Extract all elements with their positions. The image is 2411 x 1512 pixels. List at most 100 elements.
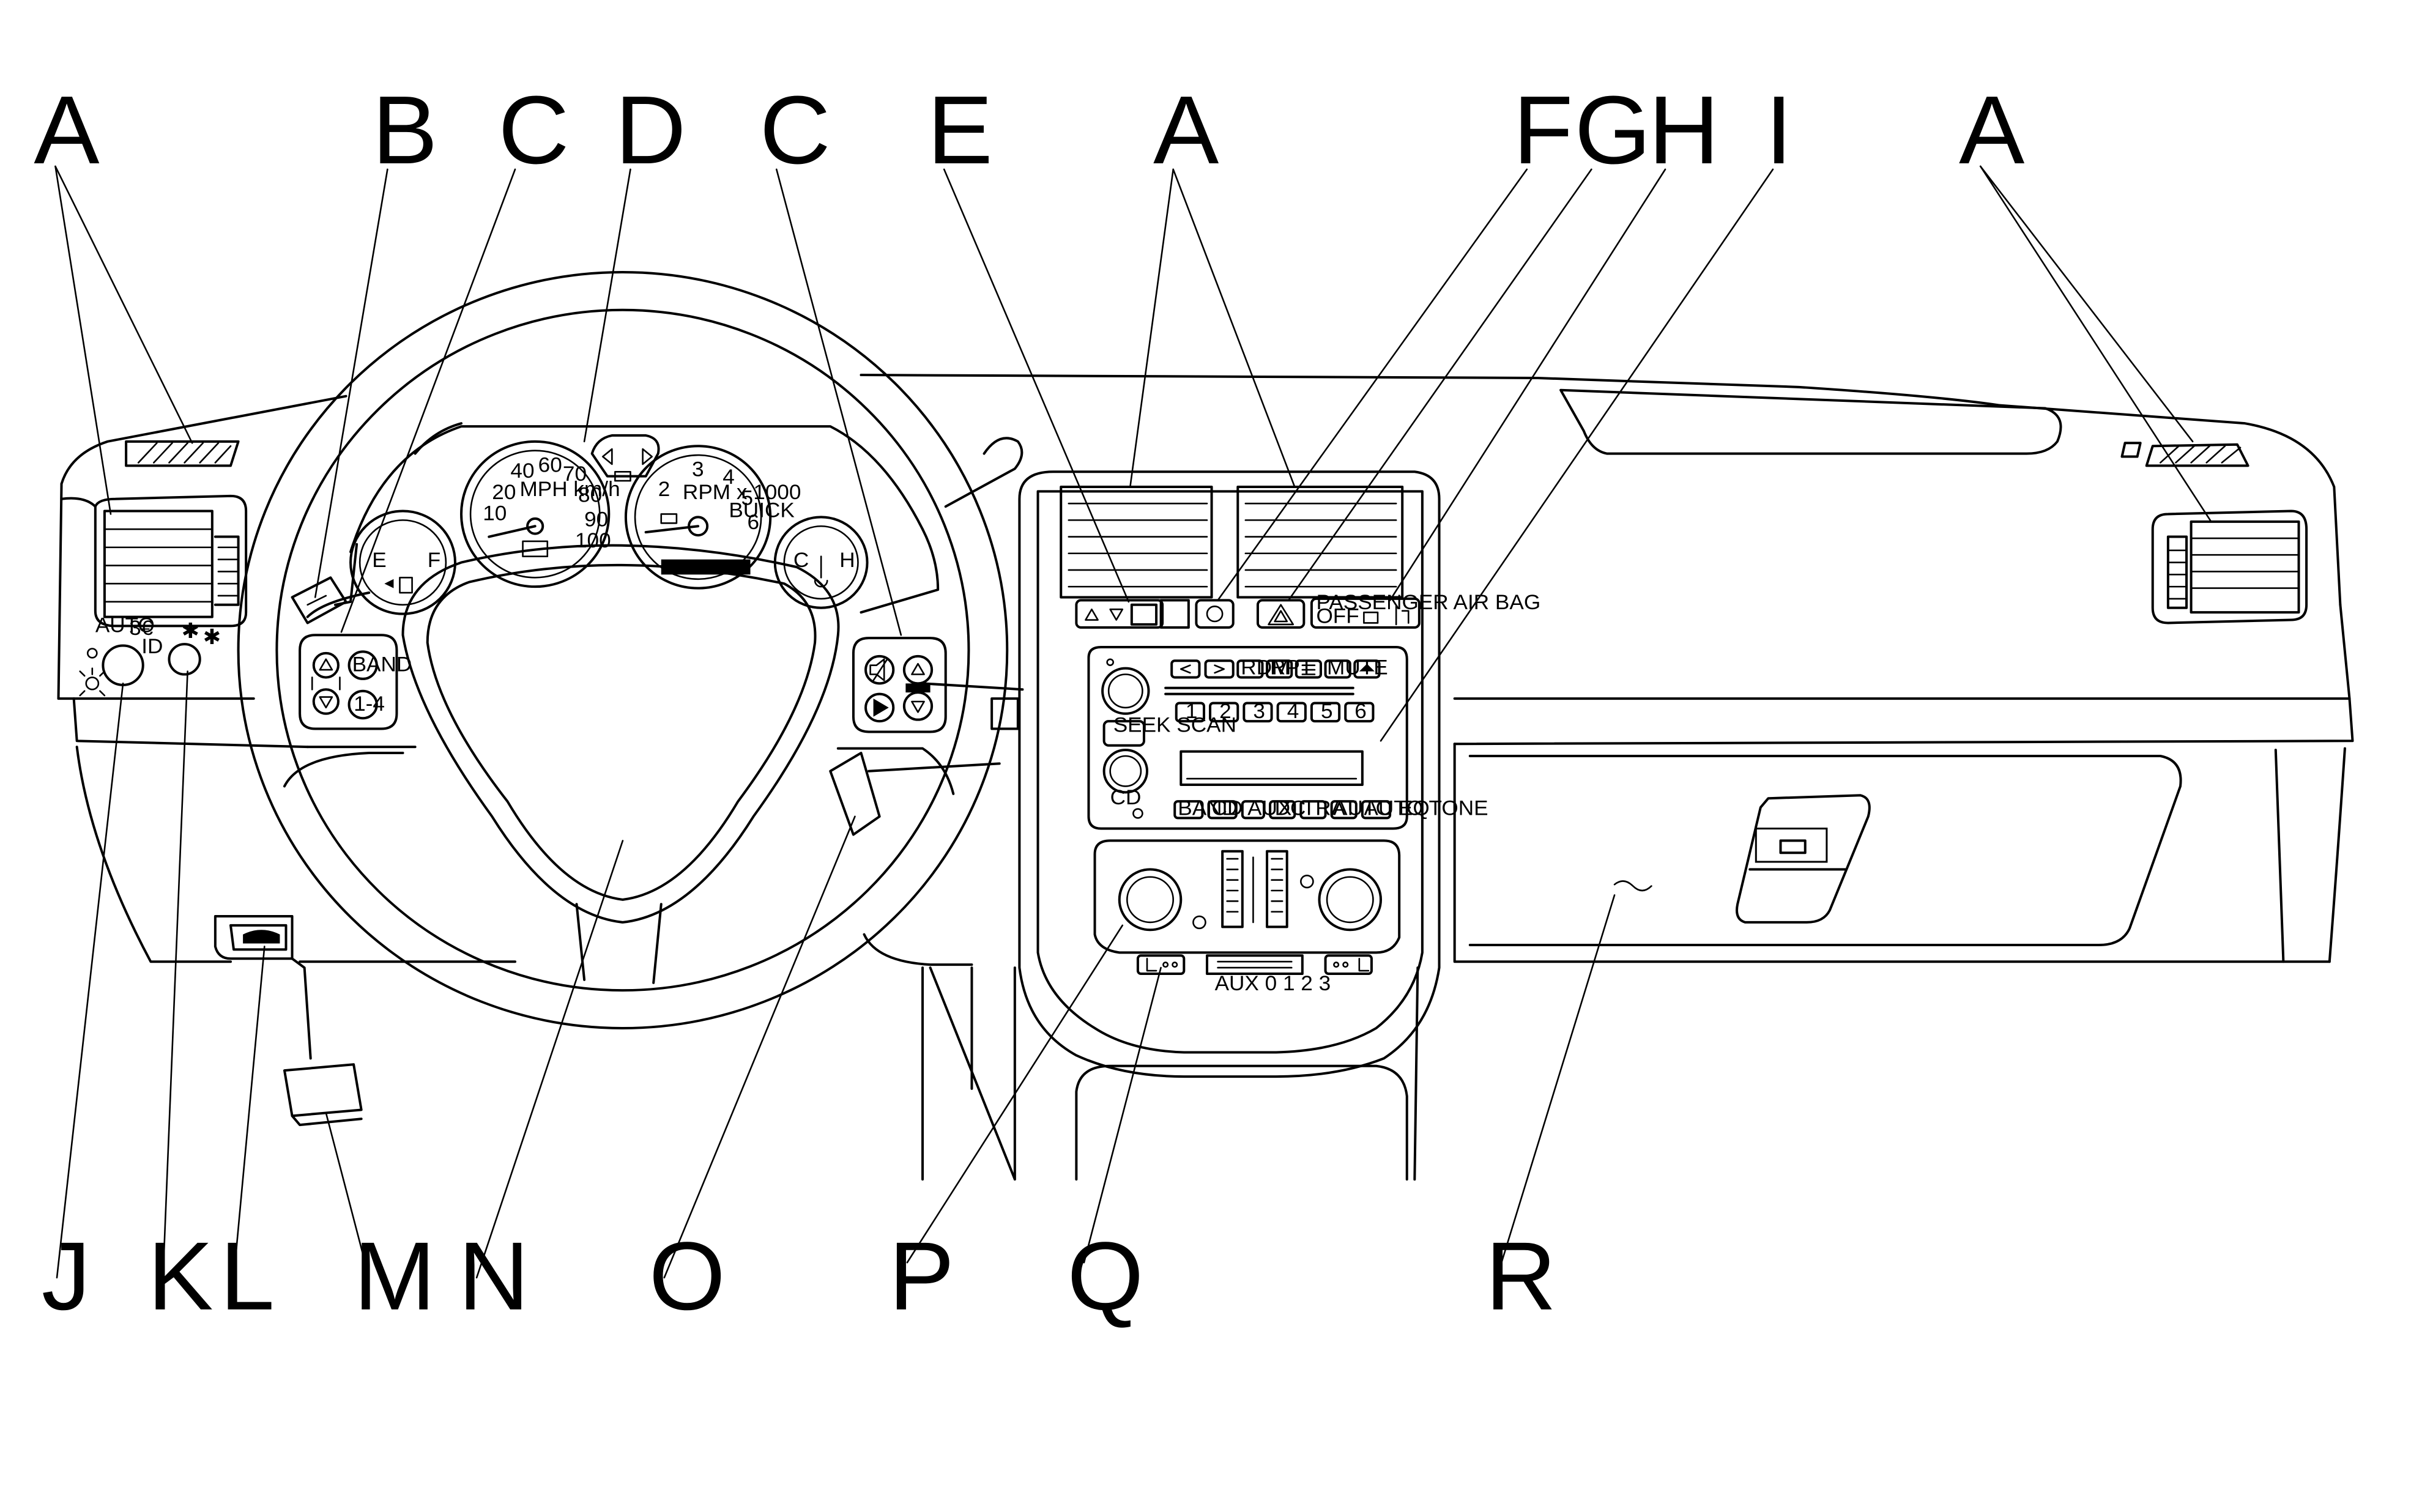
- fuel-gauge: E F: [351, 511, 455, 614]
- callout-d: D: [615, 76, 686, 184]
- seat-heater-icon: [1147, 958, 1156, 971]
- svg-text:40: 40: [510, 459, 534, 483]
- odometer-display: [661, 559, 751, 575]
- radio: RDM RPT MUTE 1 2 3 4 5 6 SEEK SCAN: [1088, 647, 1488, 829]
- callout-l: L: [220, 1222, 274, 1330]
- center-stack: PASSENGER AIR BAG OFF RDM RPT MUTE: [923, 472, 1540, 1179]
- tune-knob[interactable]: [1104, 750, 1147, 792]
- svg-text:6: 6: [1354, 699, 1367, 723]
- steering-wheel[interactable]: BAND 1-4: [239, 272, 1008, 1028]
- eject-icon: [1359, 664, 1375, 672]
- mute-icon: [871, 659, 888, 681]
- seek-back-button[interactable]: [1172, 661, 1199, 677]
- svg-text:3€: 3€: [129, 616, 153, 640]
- left-seat-heater-button[interactable]: [1138, 955, 1184, 974]
- callout-g: G: [1575, 76, 1651, 184]
- svg-text:CD: CD: [1110, 785, 1142, 809]
- power-volume-knob[interactable]: [1102, 669, 1148, 714]
- fan-scale-bar: [1207, 955, 1302, 974]
- seek-forward-button[interactable]: [1206, 661, 1233, 677]
- svg-text:RPT: RPT: [1270, 656, 1313, 680]
- dimmer-knob[interactable]: [169, 644, 199, 674]
- callout-n: N: [458, 1222, 529, 1330]
- svg-text:RDM: RDM: [1241, 656, 1290, 680]
- callouts-bottom: J K L M N O P Q R: [42, 1222, 1556, 1330]
- eq-button[interactable]: [1296, 661, 1321, 677]
- hazard-button[interactable]: [1258, 600, 1304, 627]
- svg-text:TRAT: TRAT: [1302, 796, 1357, 820]
- svg-text:90: 90: [584, 508, 608, 532]
- callout-a-center: A: [1153, 76, 1219, 184]
- svg-text:SEEK SCAN: SEEK SCAN: [1113, 713, 1236, 737]
- left-steering-controls[interactable]: BAND 1-4: [300, 635, 412, 728]
- mute-button[interactable]: [1326, 661, 1350, 677]
- leader-lines: [55, 166, 2211, 1278]
- speedometer: 20 40 60 70 80 90 100 10 MPH km/h: [461, 442, 620, 587]
- svg-text:20: 20: [492, 480, 516, 504]
- svg-text:H: H: [839, 548, 855, 572]
- callout-f: F: [1513, 76, 1573, 184]
- traction-control-switch[interactable]: [1076, 600, 1162, 627]
- callout-r: R: [1485, 1222, 1556, 1330]
- preset-buttons[interactable]: 1 2 3 4 5 6: [1176, 699, 1373, 723]
- center-left-vent[interactable]: [1061, 487, 1211, 597]
- dashboard-outline: [59, 375, 2353, 965]
- svg-text:AUTO TONE: AUTO TONE: [1364, 796, 1488, 820]
- callout-a-left: A: [34, 76, 100, 184]
- thermometer-icon: [815, 557, 827, 587]
- rear-wiper-switch[interactable]: [1161, 600, 1189, 627]
- eject-button[interactable]: [1354, 661, 1379, 677]
- airbag-icon: [1396, 606, 1408, 624]
- svg-text:10: 10: [483, 502, 507, 525]
- callout-c-left: C: [498, 76, 569, 184]
- callout-k: K: [147, 1222, 213, 1330]
- right-seat-heater-button[interactable]: [1326, 955, 1372, 974]
- right-steering-controls[interactable]: [853, 638, 946, 732]
- fuel-pump-icon: [399, 577, 412, 593]
- svg-text:E: E: [372, 548, 386, 572]
- svg-text:3: 3: [1253, 699, 1265, 723]
- svg-text:AUX 0 1 2 3: AUX 0 1 2 3: [1215, 971, 1331, 995]
- svg-text:RPM x 1000: RPM x 1000: [683, 480, 801, 504]
- svg-text:6: 6: [748, 510, 760, 534]
- svg-text:BUICK: BUICK: [729, 498, 794, 522]
- headlamp-knob[interactable]: [103, 646, 143, 685]
- seat-heater-strip: AUX 0 1 2 3: [1138, 955, 1372, 995]
- callout-a-right: A: [1959, 76, 2025, 184]
- svg-text:70: 70: [563, 462, 587, 486]
- rpt-button[interactable]: [1267, 661, 1291, 677]
- callout-b: B: [372, 76, 437, 184]
- fan-knob[interactable]: [1319, 869, 1381, 930]
- parking-brake-pedal[interactable]: [284, 958, 362, 1125]
- callout-e: E: [927, 76, 993, 184]
- svg-text:ID: ID: [141, 634, 163, 658]
- svg-text:80: 80: [578, 483, 602, 507]
- svg-text:MPH km/h: MPH km/h: [520, 477, 620, 501]
- right-side-vent[interactable]: [2153, 511, 2306, 623]
- callout-j: J: [42, 1222, 91, 1330]
- temperature-knob[interactable]: [1120, 869, 1181, 930]
- svg-text:60: 60: [538, 453, 562, 477]
- radio-lower-buttons[interactable]: BAND CD AUX DC TRAT AUTO EQ AUTO TONE: [1175, 796, 1488, 820]
- rdm-button[interactable]: [1238, 661, 1262, 677]
- turn-signal-icon: [592, 435, 659, 481]
- shift-lever[interactable]: [830, 438, 1022, 834]
- preset-button-label: 1-4: [354, 692, 385, 716]
- seek-scan-button[interactable]: [1104, 721, 1144, 746]
- svg-text:4: 4: [723, 465, 735, 489]
- switch-row: PASSENGER AIR BAG OFF: [1076, 590, 1540, 628]
- svg-text:C: C: [793, 548, 809, 572]
- callout-c-right: C: [760, 76, 831, 184]
- callout-o: O: [649, 1222, 726, 1330]
- dome-override-switch[interactable]: [1196, 600, 1233, 627]
- hood-release[interactable]: [215, 916, 292, 958]
- center-right-vent[interactable]: [1238, 487, 1402, 597]
- svg-text:AUTO EQ: AUTO EQ: [1333, 796, 1430, 820]
- svg-text:1: 1: [1186, 699, 1198, 723]
- svg-text:CD AUX: CD AUX: [1212, 796, 1292, 820]
- left-side-vent[interactable]: [62, 496, 247, 626]
- passenger-airbag-indicator: PASSENGER AIR BAG OFF: [1312, 590, 1540, 628]
- radio-display: [1181, 752, 1362, 785]
- svg-text:3: 3: [692, 458, 704, 481]
